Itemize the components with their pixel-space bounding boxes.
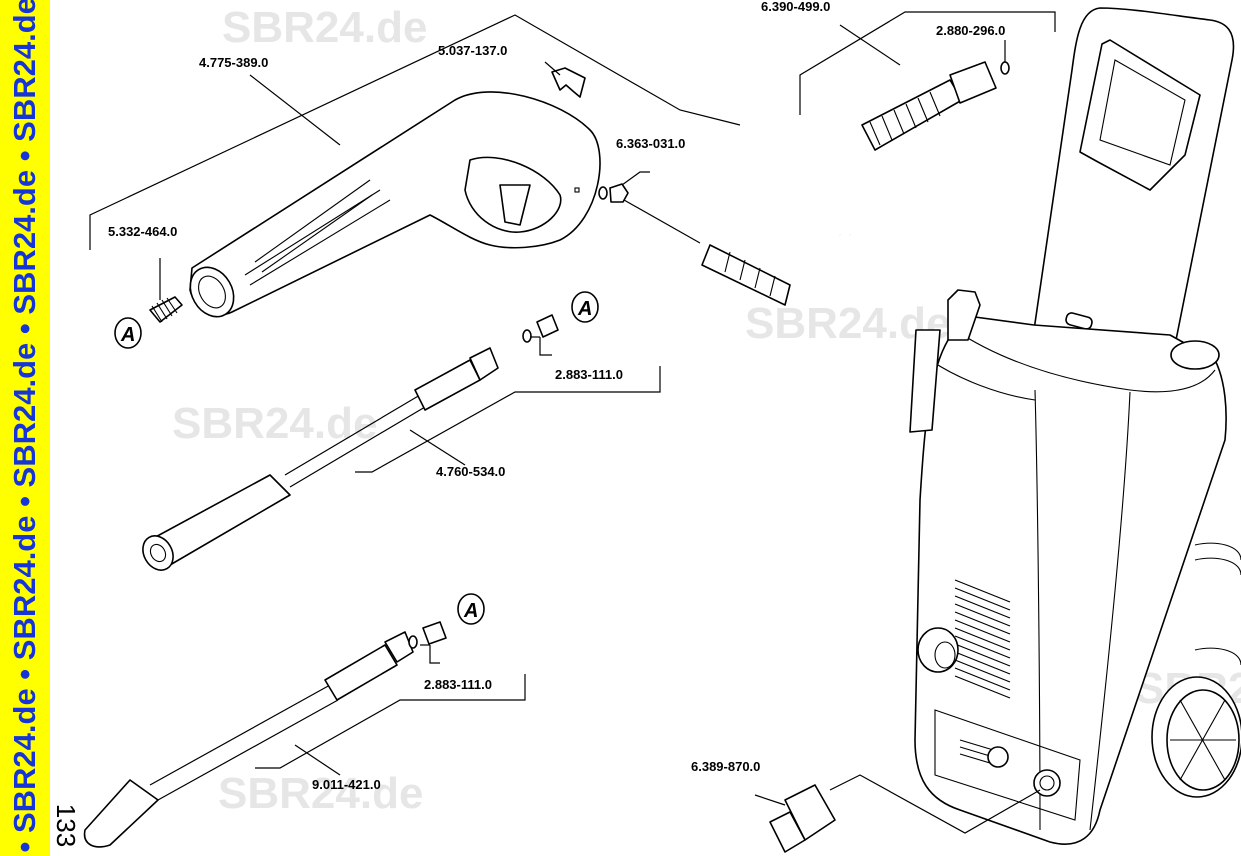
part-number-label: 9.011-421.0 bbox=[312, 777, 381, 792]
nipple-part bbox=[522, 314, 559, 343]
brand-sidebar: e • SBR24.de • SBR24.de • SBR24.de • SBR… bbox=[0, 0, 50, 856]
reference-marker: A bbox=[114, 317, 142, 349]
part-number-label: 4.775-389.0 bbox=[199, 55, 268, 70]
watermark: SBR24.de bbox=[218, 769, 423, 818]
spring-part bbox=[149, 296, 183, 323]
clip-part bbox=[551, 67, 586, 98]
watermark: SBR24.de bbox=[222, 3, 427, 52]
watermark: SBR24.de bbox=[172, 399, 377, 448]
reference-marker: A bbox=[571, 291, 599, 323]
pressure-washer-unit bbox=[909, 7, 1241, 845]
high-pressure-hose-part bbox=[701, 61, 1010, 306]
part-number-label: 5.037-137.0 bbox=[438, 43, 507, 58]
part-number-label: 6.390-499.0 bbox=[761, 0, 830, 14]
nipple-part bbox=[408, 621, 447, 649]
marker-letter: A bbox=[463, 600, 478, 622]
nozzle-lance-part bbox=[83, 631, 414, 848]
water-inlet-coupling-part bbox=[769, 784, 836, 853]
reference-marker: A bbox=[457, 593, 485, 625]
trigger-gun-part bbox=[189, 91, 601, 318]
part-number-label: 5.332-464.0 bbox=[108, 224, 177, 239]
part-number-label: 2.883-111.0 bbox=[555, 367, 623, 382]
part-number-label: 6.389-870.0 bbox=[691, 759, 760, 774]
spray-lance-part bbox=[142, 347, 499, 571]
part-number-label: 2.883-111.0 bbox=[424, 677, 492, 692]
marker-letter: A bbox=[577, 298, 592, 320]
part-number-label: 2.880-296.0 bbox=[936, 23, 1005, 38]
marker-letter: A bbox=[120, 324, 135, 346]
part-number-label: 6.363-031.0 bbox=[616, 136, 685, 151]
leader-lines bbox=[89, 11, 1056, 834]
o-ring-nut-part bbox=[598, 183, 629, 203]
part-number-label: 4.760-534.0 bbox=[436, 464, 505, 479]
